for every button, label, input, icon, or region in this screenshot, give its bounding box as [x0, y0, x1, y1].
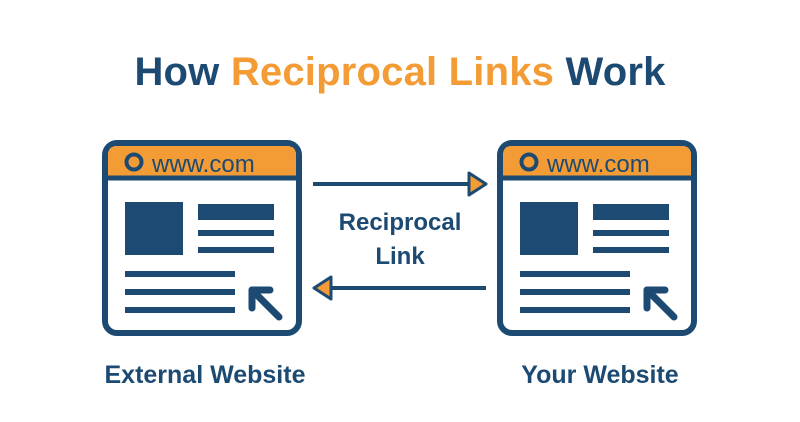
window-frame: [102, 140, 302, 336]
text-line: [198, 247, 274, 253]
arrow-right-icon: [313, 171, 488, 197]
page-title: How Reciprocal Links Work: [0, 50, 800, 100]
reciprocal-link-label: Reciprocal Link: [305, 206, 495, 274]
text-line: [520, 271, 630, 277]
text-line: [125, 271, 235, 277]
window-frame: [497, 140, 697, 336]
link-label-line2: Link: [375, 243, 425, 270]
image-placeholder-icon: [520, 202, 578, 255]
your-website-window: www.com: [497, 140, 697, 336]
text-line: [125, 307, 235, 313]
link-label-line1: Reciprocal: [338, 209, 462, 236]
title-part2: Work: [565, 50, 666, 94]
external-website-window: www.com: [102, 140, 302, 336]
text-line: [198, 230, 274, 236]
your-website-caption: Your Website: [521, 361, 679, 389]
url-text: www.com: [151, 151, 255, 178]
cursor-arrow-icon: [248, 286, 283, 321]
text-line: [125, 289, 235, 295]
cursor-arrow-icon: [643, 286, 678, 321]
browser-logo-icon: [124, 152, 144, 172]
text-line: [520, 289, 630, 295]
text-line: [520, 307, 630, 313]
external-website-caption: External Website: [104, 361, 306, 389]
url-text: www.com: [546, 151, 650, 178]
title-part1: How: [134, 50, 220, 94]
arrow-left-icon: [312, 275, 486, 301]
image-placeholder-icon: [125, 202, 183, 255]
browser-logo-icon: [519, 152, 539, 172]
title-highlight: Reciprocal Links: [230, 50, 555, 94]
text-line: [593, 230, 669, 236]
heading-placeholder: [593, 204, 669, 220]
text-line: [593, 247, 669, 253]
address-bar: [503, 146, 691, 177]
address-bar: [108, 146, 296, 177]
heading-placeholder: [198, 204, 274, 220]
